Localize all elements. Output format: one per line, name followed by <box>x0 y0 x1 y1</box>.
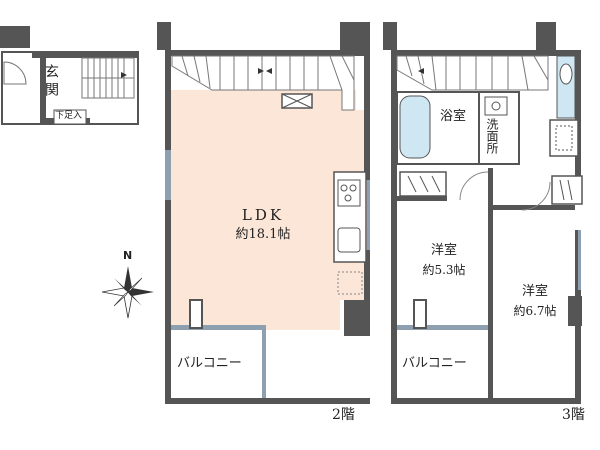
f2-window-right <box>367 180 370 250</box>
ldk-name-label: LDK <box>241 206 285 224</box>
stove <box>337 179 361 207</box>
f3-pillar-tl <box>383 22 397 50</box>
washroom-label: 洗面所 <box>485 118 499 154</box>
toilet <box>559 63 573 85</box>
f2-wall-bottom <box>165 398 370 404</box>
f3-balcony-window <box>397 325 488 330</box>
floor3-plan <box>383 22 583 404</box>
compass <box>101 266 154 319</box>
ldk-size-label: 約18.1帖 <box>235 227 291 242</box>
western2-size-label: 約6.7帖 <box>513 304 557 318</box>
f2-wall-right2 <box>364 250 370 330</box>
f3-partition-a <box>397 196 447 201</box>
ldk-floor <box>170 90 370 400</box>
f3-ac-unit <box>413 299 427 329</box>
kitchen-counter <box>333 171 367 263</box>
f2-wall-right <box>364 50 370 180</box>
western2-name-label: 洋室 <box>521 284 548 299</box>
f2-pillar-tr <box>340 22 370 50</box>
f3-floor-label: 3階 <box>562 407 585 423</box>
floor1-plan <box>0 26 139 125</box>
shoe-storage-label: 下足入 <box>55 111 83 121</box>
f3-balcony-area <box>397 330 488 398</box>
f3-stair-arrow <box>418 68 424 74</box>
f2-balcony-window <box>171 325 266 330</box>
door-room2 <box>521 181 551 211</box>
f3-wall-bottom <box>391 398 581 404</box>
f1-top-wall <box>32 52 138 58</box>
shoe-storage-box <box>53 109 87 125</box>
f3-pillar-tr <box>536 22 556 50</box>
f2-balcony-side <box>262 325 266 398</box>
f2-window-left <box>165 150 171 200</box>
f2-pillar-br <box>344 300 370 336</box>
f3-partition-mid <box>488 168 493 398</box>
f3-wall-left <box>391 50 397 404</box>
compass-north-label: N <box>123 249 133 262</box>
closet-room1 <box>399 171 447 197</box>
f2-stair-arrow-r <box>266 68 272 74</box>
western1-size-label: 約5.3帖 <box>422 263 466 277</box>
f1-stair-arrow <box>121 72 127 78</box>
f3-stairs <box>396 55 549 91</box>
f1-inner-wall <box>40 58 46 118</box>
entrance-door <box>3 61 27 85</box>
bath-label: 浴室 <box>440 109 467 124</box>
closet-room2 <box>551 175 583 205</box>
f2-stair-arrow-l <box>258 68 264 74</box>
f2-floor-label: 2階 <box>332 407 355 423</box>
f2-wall-top <box>165 50 370 56</box>
f2-balcony-area <box>171 330 262 398</box>
sink <box>337 227 361 253</box>
f3-window-right <box>578 230 581 290</box>
f3-balcony-label: バルコニー <box>402 356 467 371</box>
f3-pillar-br <box>568 296 582 326</box>
f2-stairs <box>171 55 355 111</box>
bathtub <box>399 95 431 159</box>
f2-pillar-tl <box>157 22 171 50</box>
f3-wall-top <box>391 50 581 56</box>
f2-ac-unit <box>189 299 203 329</box>
entrance-label: 玄関 <box>43 64 59 100</box>
door-room1 <box>459 171 489 201</box>
f2-wall-left <box>165 50 171 404</box>
f1-stairs <box>81 57 135 99</box>
fridge-space <box>337 271 363 295</box>
f2-balcony-label: バルコニー <box>177 356 242 371</box>
wash-basin <box>484 96 508 116</box>
floor2-plan <box>157 22 370 404</box>
f3-storage-top <box>549 119 579 157</box>
western1-name-label: 洋室 <box>430 243 457 258</box>
f1-pillar <box>0 26 30 48</box>
